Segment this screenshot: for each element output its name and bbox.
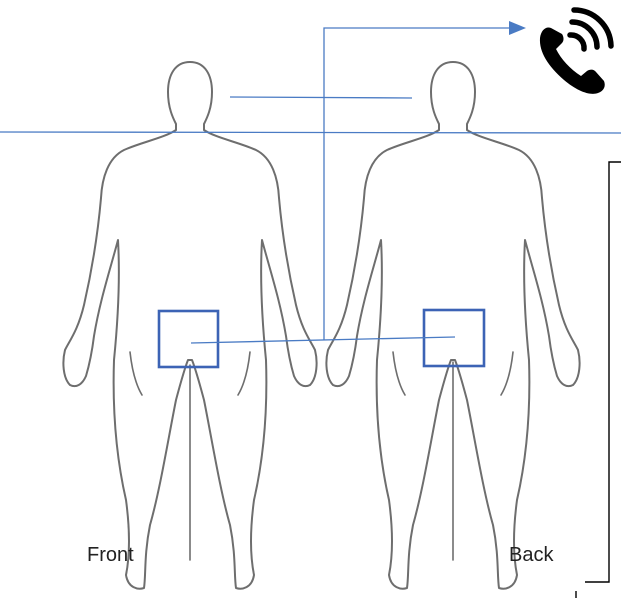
connector-arrowhead bbox=[509, 21, 526, 35]
right-frame bbox=[576, 162, 621, 598]
back-figure bbox=[326, 62, 579, 589]
back-label: Back bbox=[509, 544, 553, 567]
front-figure bbox=[63, 62, 316, 589]
front-label: Front bbox=[87, 544, 134, 567]
phone-ringing-icon bbox=[540, 10, 611, 94]
